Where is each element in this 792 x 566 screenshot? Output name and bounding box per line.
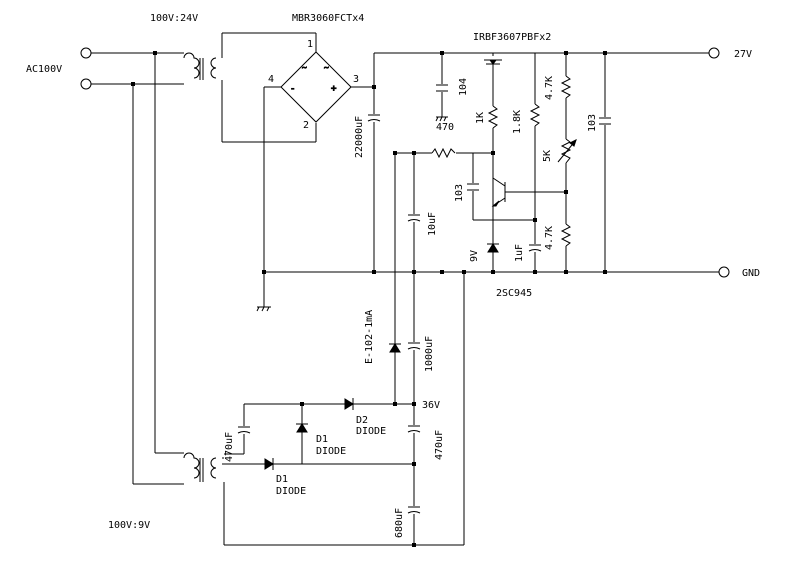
capacitor-104 (435, 84, 449, 122)
capacitor-103-mid (466, 183, 480, 191)
r470-label: 470 (436, 122, 454, 133)
d1a-type-label: DIODE (316, 446, 346, 457)
diode-d1-vertical (296, 423, 308, 433)
mosfet (484, 56, 502, 72)
d1b-type-label: DIODE (276, 486, 306, 497)
capacitor-680uf (407, 506, 421, 514)
c10uf-label: 10uF (427, 212, 438, 236)
capacitor-10uf (407, 214, 421, 222)
gnd-terminal (718, 266, 730, 278)
wires (90, 32, 724, 546)
xfmr-bottom-label: 100V:9V (108, 520, 150, 531)
capacitor-103-right (598, 117, 612, 125)
gnd-label: GND (742, 268, 760, 279)
v36-label: 36V (422, 400, 440, 411)
d2-label: D2 (356, 415, 368, 426)
r18k-label: 1.8K (512, 110, 523, 134)
svg-text:+: + (331, 84, 337, 94)
r1k-label: 1K (475, 112, 486, 124)
c470-left-label: 470uF (224, 432, 235, 462)
capacitor-1uf (528, 244, 542, 252)
ground-symbol-left (256, 306, 271, 312)
out-27v-terminal (708, 47, 720, 59)
capacitor-470uf-right (407, 425, 421, 433)
c470-right-label: 470uF (434, 430, 445, 460)
zener-9v (487, 243, 499, 253)
capacitor-22000uf (367, 114, 381, 122)
d1a-label: D1 (316, 434, 328, 445)
c103-right-label: 103 (587, 114, 598, 132)
c104-label: 104 (458, 78, 469, 96)
transformer-bottom (183, 452, 217, 482)
r5k-label: 5K (542, 150, 553, 162)
bridge-label: MBR3060FCTx4 (292, 13, 364, 24)
ac-terminal-2 (80, 78, 92, 90)
c1uf-label: 1uF (514, 244, 525, 262)
svg-text:~: ~ (302, 63, 307, 72)
z9v-label: 9V (469, 250, 480, 262)
c103-mid-label: 103 (454, 184, 465, 202)
xfmr-top-label: 100V:24V (150, 13, 198, 24)
pin1-label: 1 (307, 39, 313, 50)
r47k-bot-label: 4.7K (544, 226, 555, 250)
out-27v-label: 27V (734, 49, 752, 60)
transistor-2sc945 (491, 177, 506, 207)
pin2-label: 2 (303, 120, 309, 131)
r47k-top-label: 4.7K (544, 76, 555, 100)
crd-label: E-102-1mA (364, 310, 375, 364)
capacitor-1000uf (407, 342, 421, 350)
mosfet-label: IRBF3607PBFx2 (473, 32, 551, 43)
terminals (80, 47, 730, 278)
c680-label: 680uF (394, 508, 405, 538)
cap22000-label: 22000uF (354, 116, 365, 158)
labels: 100V:24V MBR3060FCTx4 IRBF3607PBFx2 27V … (26, 13, 760, 538)
c1000-label: 1000uF (424, 336, 435, 372)
d2-type-label: DIODE (356, 426, 386, 437)
transistor-label: 2SC945 (496, 288, 532, 299)
diode-d1-horizontal (264, 458, 274, 470)
ac-label: AC100V (26, 64, 62, 75)
transformer-top (183, 52, 217, 80)
d1b-label: D1 (276, 474, 288, 485)
svg-text:-: - (290, 84, 295, 94)
pin4-label: 4 (268, 74, 274, 85)
junction-dots (131, 51, 607, 547)
ac-terminal-1 (80, 47, 92, 59)
resistors (431, 75, 577, 247)
bridge-rectifier: ~ ~ - + (280, 51, 352, 123)
pin3-label: 3 (353, 74, 359, 85)
diode-d2 (344, 398, 354, 410)
capacitor-470uf-left (237, 426, 251, 434)
crd-e102 (389, 343, 401, 353)
svg-text:~: ~ (324, 63, 329, 72)
